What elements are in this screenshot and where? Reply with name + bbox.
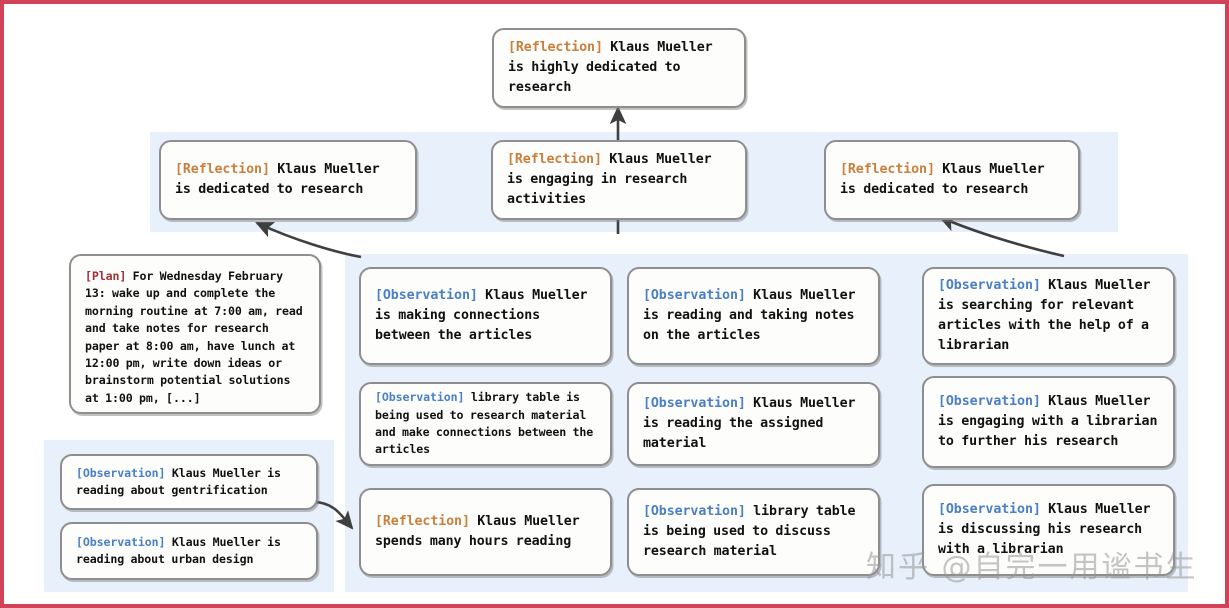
node-col2-observation-1[interactable]: [Observation] Klaus Mueller is reading a…: [627, 267, 880, 365]
node-body: Klaus Mueller is dedicated to research: [175, 161, 387, 197]
node-col1-observation-2[interactable]: [Observation] library table is being use…: [359, 382, 612, 466]
node-col2-observation-3[interactable]: [Observation] library table is being use…: [627, 488, 880, 576]
node-body: Klaus Mueller is engaging with a librari…: [938, 393, 1165, 450]
tag-plan: [Plan]: [85, 269, 127, 283]
node-body: Klaus Mueller is highly dedicated to res…: [508, 39, 720, 96]
tag-reflection: [Reflection]: [507, 151, 602, 167]
node-text: [Observation] Klaus Mueller is searching…: [924, 276, 1173, 357]
node-body: Klaus Mueller is making connections betw…: [375, 287, 595, 344]
tag-observation: [Observation]: [643, 503, 746, 519]
node-body: Klaus Mueller is discussing his research…: [938, 501, 1158, 558]
node-col2-observation-2[interactable]: [Observation] Klaus Mueller is reading t…: [627, 382, 880, 466]
tag-observation: [Observation]: [76, 534, 166, 549]
node-body: library table is being used to discuss r…: [643, 503, 863, 560]
node-text: [Observation] library table is being use…: [629, 502, 878, 563]
node-text: [Observation] Klaus Mueller is reading t…: [629, 394, 878, 455]
node-reflection-right[interactable]: [Reflection] Klaus Mueller is dedicated …: [824, 140, 1080, 220]
node-reflection-left[interactable]: [Reflection] Klaus Mueller is dedicated …: [159, 140, 417, 220]
node-text: [Observation] Klaus Mueller is engaging …: [924, 392, 1173, 453]
tag-observation: [Observation]: [938, 393, 1041, 409]
node-body: Klaus Mueller spends many hours reading: [375, 513, 587, 549]
node-text: [Reflection] Klaus Mueller is dedicated …: [161, 160, 415, 200]
node-body: For Wednesday February 13: wake up and c…: [85, 269, 310, 405]
watermark: 知乎 @自完一用谧书生: [866, 550, 1198, 585]
node-col3-observation-2[interactable]: [Observation] Klaus Mueller is engaging …: [922, 376, 1175, 468]
node-col1-observation-1[interactable]: [Observation] Klaus Mueller is making co…: [359, 267, 612, 365]
tag-reflection: [Reflection]: [508, 39, 603, 55]
node-top-reflection[interactable]: [Reflection] Klaus Mueller is highly ded…: [492, 28, 746, 108]
node-text: [Reflection] Klaus Mueller is engaging i…: [493, 150, 745, 211]
tag-reflection: [Reflection]: [175, 161, 270, 177]
node-text: [Observation] Klaus Mueller is discussin…: [924, 500, 1173, 561]
tag-observation: [Observation]: [643, 395, 746, 411]
node-left-observation-1[interactable]: [Observation] Klaus Mueller is reading a…: [60, 454, 318, 510]
node-body: Klaus Mueller is engaging in research ac…: [507, 151, 719, 208]
node-left-observation-2[interactable]: [Observation] Klaus Mueller is reading a…: [60, 522, 318, 580]
tag-reflection: [Reflection]: [375, 513, 470, 529]
tag-observation: [Observation]: [938, 277, 1041, 293]
node-text: [Observation] Klaus Mueller is reading a…: [62, 534, 316, 569]
node-reflection-center[interactable]: [Reflection] Klaus Mueller is engaging i…: [491, 140, 747, 220]
node-body: Klaus Mueller is reading the assigned ma…: [643, 395, 863, 452]
node-body: Klaus Mueller is reading about gentrific…: [76, 465, 288, 497]
node-body: library table is being used to research …: [375, 390, 600, 457]
tag-observation: [Observation]: [375, 390, 465, 405]
node-text: [Observation] Klaus Mueller is reading a…: [62, 465, 316, 500]
node-text: [Plan] For Wednesday February 13: wake u…: [71, 256, 319, 407]
node-body: Klaus Mueller is dedicated to research: [840, 161, 1052, 197]
tag-observation: [Observation]: [643, 287, 746, 303]
tag-observation: [Observation]: [76, 465, 166, 480]
tag-observation: [Observation]: [938, 501, 1041, 517]
node-body: Klaus Mueller is reading about urban des…: [76, 534, 288, 566]
node-text: [Reflection] Klaus Mueller spends many h…: [361, 512, 610, 552]
node-text: [Observation] library table is being use…: [361, 389, 610, 459]
node-text: [Reflection] Klaus Mueller is dedicated …: [826, 160, 1078, 200]
tag-observation: [Observation]: [375, 287, 478, 303]
node-body: Klaus Mueller is searching for relevant …: [938, 277, 1158, 354]
node-col3-observation-1[interactable]: [Observation] Klaus Mueller is searching…: [922, 267, 1175, 365]
node-col3-observation-3[interactable]: [Observation] Klaus Mueller is discussin…: [922, 484, 1175, 576]
node-plan[interactable]: [Plan] For Wednesday February 13: wake u…: [69, 254, 321, 414]
tag-reflection: [Reflection]: [840, 161, 935, 177]
node-body: Klaus Mueller is reading and taking note…: [643, 287, 863, 344]
node-text: [Reflection] Klaus Mueller is highly ded…: [494, 38, 744, 99]
node-text: [Observation] Klaus Mueller is reading a…: [629, 286, 878, 347]
node-col1-reflection[interactable]: [Reflection] Klaus Mueller spends many h…: [359, 488, 612, 576]
node-text: [Observation] Klaus Mueller is making co…: [361, 286, 610, 347]
